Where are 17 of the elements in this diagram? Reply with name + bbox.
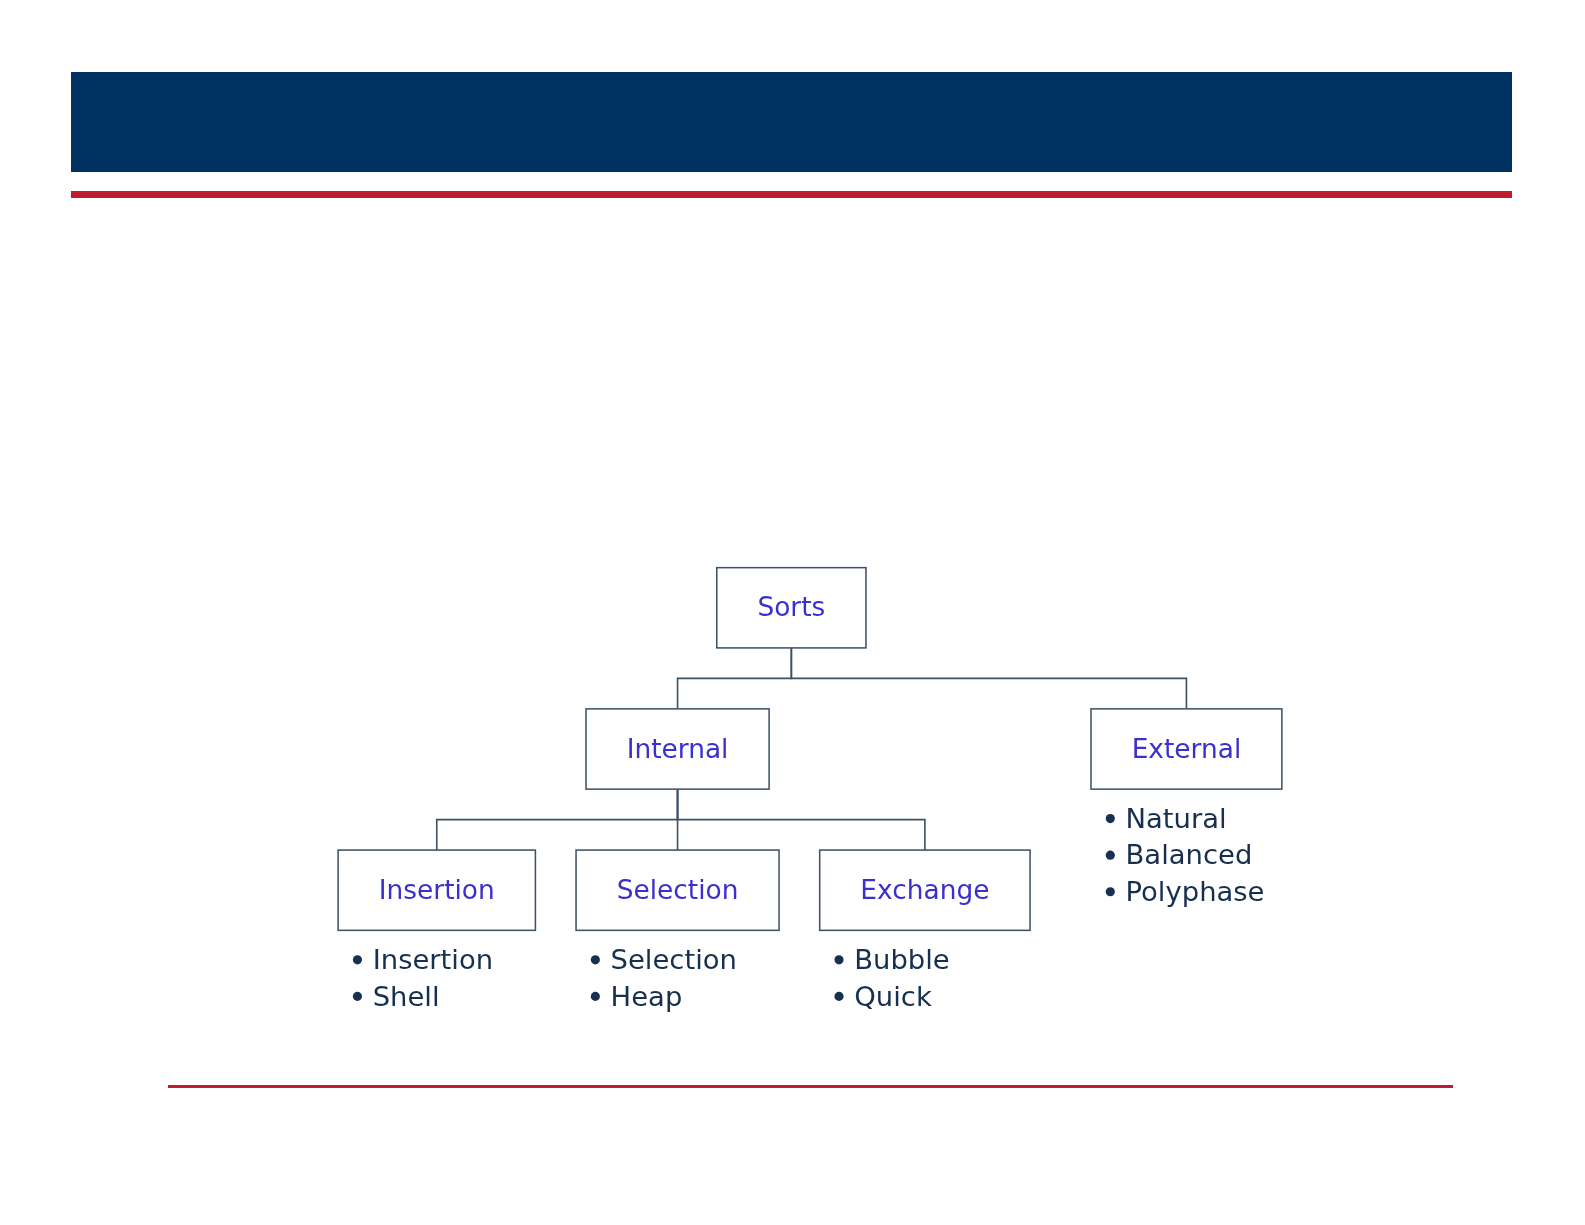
node-box: Exchange (818, 849, 1031, 932)
list-item: Shell (372, 980, 440, 1012)
list-item: Selection (610, 943, 737, 975)
node-box: Insertion (337, 849, 537, 932)
list-item: Polyphase (1125, 875, 1265, 907)
connector (676, 788, 926, 851)
node-box: Selection (575, 849, 780, 932)
list-item: Bubble (854, 943, 950, 975)
list-item: Natural (1125, 802, 1227, 834)
list-item: Heap (610, 980, 683, 1012)
list-item: Insertion (372, 943, 494, 975)
list-item: Balanced (1125, 839, 1253, 871)
connector (790, 647, 1188, 710)
node-box: External (1090, 708, 1283, 790)
node-box: Sorts (716, 566, 867, 649)
node-box: Internal (585, 708, 770, 790)
list-item: Quick (854, 980, 932, 1012)
